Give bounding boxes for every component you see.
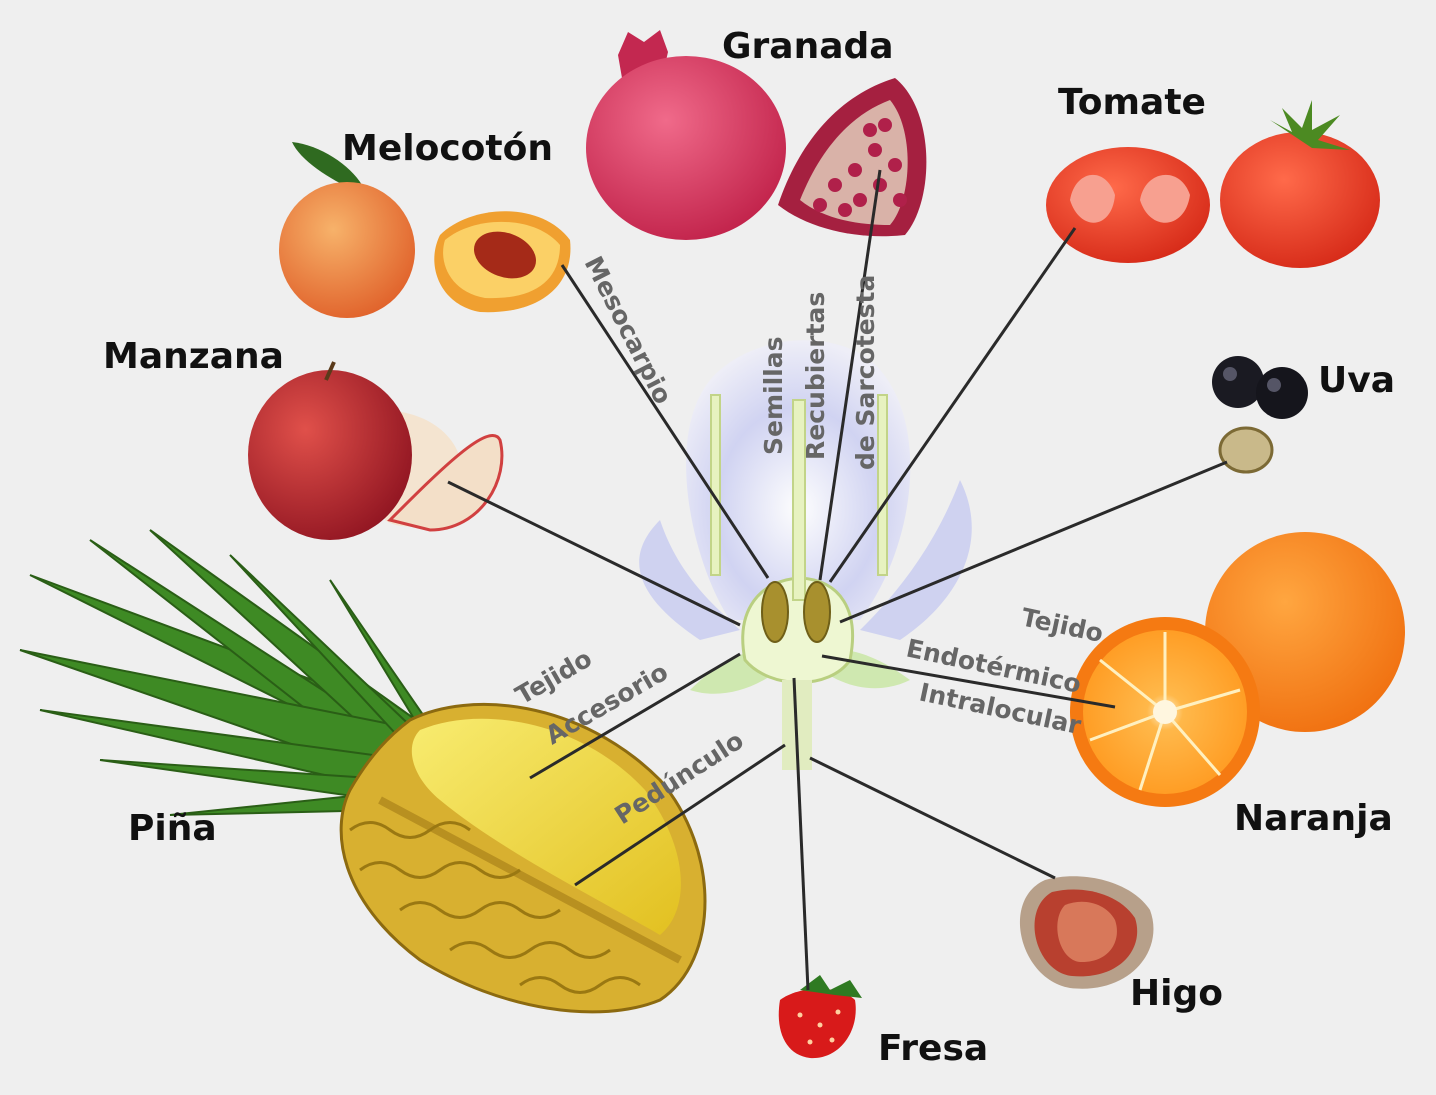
orange-illustration xyxy=(1070,532,1405,807)
leader-tomate xyxy=(828,227,1077,583)
leader-pina xyxy=(529,652,741,780)
label-higo: Higo xyxy=(1130,973,1223,1014)
label-naranja: Naranja xyxy=(1234,798,1393,839)
leader-lines xyxy=(447,169,1228,991)
part-label-de-sarcotesta: de Sarcotesta xyxy=(851,275,880,470)
strawberry-illustration xyxy=(778,975,862,1059)
leader-uva xyxy=(839,460,1228,624)
pineapple-illustration xyxy=(19,529,707,1014)
label-manzana: Manzana xyxy=(103,336,284,377)
part-label-semillas: Semillas xyxy=(759,337,788,455)
leader-mesocarpio xyxy=(560,264,770,579)
leader-higo xyxy=(809,756,1056,880)
label-uva: Uva xyxy=(1318,360,1395,401)
part-label-mesocarpio: Mesocarpio xyxy=(579,252,678,409)
label-fresa: Fresa xyxy=(878,1028,988,1069)
fig-illustration xyxy=(1019,876,1154,989)
label-pina: Piña xyxy=(128,808,217,849)
grape-illustration xyxy=(1212,356,1308,474)
peach-illustration xyxy=(279,142,571,318)
label-tomate: Tomate xyxy=(1058,82,1206,123)
fruit-labels: Granada Melocotón Tomate Manzana Uva Piñ… xyxy=(103,26,1395,1069)
pomegranate-illustration xyxy=(586,30,927,240)
part-label-tejido-endo-1: Tejido xyxy=(1019,603,1106,649)
part-label-recubiertas: Recubiertas xyxy=(801,292,830,460)
leader-pedunculo xyxy=(574,743,786,887)
tomato-illustration xyxy=(1046,100,1380,268)
leader-naranja xyxy=(821,654,1116,709)
leader-semillas xyxy=(818,169,882,581)
label-granada: Granada xyxy=(722,26,894,67)
label-melocoton: Melocotón xyxy=(342,128,553,169)
apple-illustration xyxy=(248,361,504,540)
leader-manzana xyxy=(447,480,741,627)
leader-fresa xyxy=(792,677,810,991)
